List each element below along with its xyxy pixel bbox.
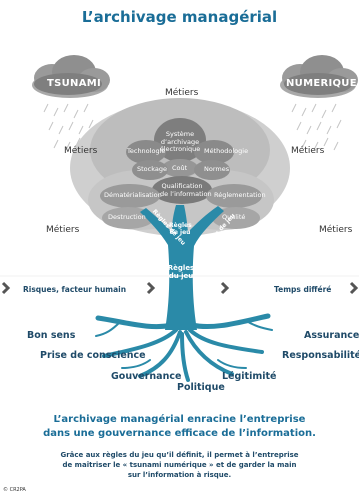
rain-right bbox=[291, 103, 342, 151]
metier-label-left-upper: Métiers bbox=[64, 146, 98, 156]
leaf-systeme-archivage: Système d’archivage électronique bbox=[159, 130, 201, 153]
side-item-risques: Risques, facteur humain bbox=[23, 285, 127, 294]
tree-crown bbox=[70, 98, 290, 236]
root-word-politique: Politique bbox=[177, 382, 225, 393]
metier-label-right-lower: Métiers bbox=[319, 225, 353, 235]
left-cloud bbox=[32, 55, 110, 98]
root-word-responsabilite: Responsabilité bbox=[282, 350, 359, 361]
leaf-qualite: Qualité bbox=[222, 213, 246, 221]
leaf-destruction: Destruction bbox=[108, 213, 146, 221]
metier-label-right-upper: Métiers bbox=[291, 146, 325, 156]
leaf-dematerialisation: Dématérialisation bbox=[104, 191, 162, 199]
side-arrows bbox=[1, 281, 359, 295]
side-item-temps-differe: Temps différé bbox=[274, 285, 332, 294]
tree-trunk bbox=[140, 205, 224, 330]
trunk-label-main: Règles du jeu bbox=[167, 264, 195, 280]
leaf-methodologie: Méthodologie bbox=[204, 147, 249, 155]
page-title: L’archivage managérial bbox=[81, 8, 278, 26]
root-word-assurance: Assurance bbox=[304, 330, 359, 341]
root-word-legitimite: Légitimité bbox=[222, 371, 277, 382]
root-word-bon-sens: Bon sens bbox=[27, 330, 76, 341]
leaf-cout: Coût bbox=[172, 164, 188, 172]
leaf-technologie: Technologie bbox=[127, 147, 166, 155]
summary-text: L’archivage managérial enracine l’entrep… bbox=[43, 414, 316, 439]
root-word-prise-de-conscience: Prise de conscience bbox=[40, 350, 146, 361]
right-cloud bbox=[280, 55, 358, 98]
cloud-label-numerique: NUMERIQUE bbox=[286, 78, 357, 89]
copyright-credit: © CR2PA bbox=[3, 487, 26, 493]
metier-label-left-lower: Métiers bbox=[46, 225, 80, 235]
tree-roots bbox=[95, 313, 273, 382]
leaf-normes: Normes bbox=[204, 165, 230, 173]
root-word-gouvernance: Gouvernance bbox=[111, 371, 182, 382]
metier-label-top: Métiers bbox=[165, 88, 199, 98]
leaf-qualification: Qualification de l’information bbox=[160, 182, 212, 198]
explanatory-note: Grâce aux règles du jeu qu’il définit, i… bbox=[60, 451, 299, 479]
branch-label-middle: Règles de jeu bbox=[169, 222, 192, 236]
leaf-reglementation: Réglementation bbox=[214, 191, 266, 199]
cloud-label-tsunami: TSUNAMI bbox=[47, 78, 102, 89]
leaf-stockage: Stockage bbox=[137, 165, 167, 173]
